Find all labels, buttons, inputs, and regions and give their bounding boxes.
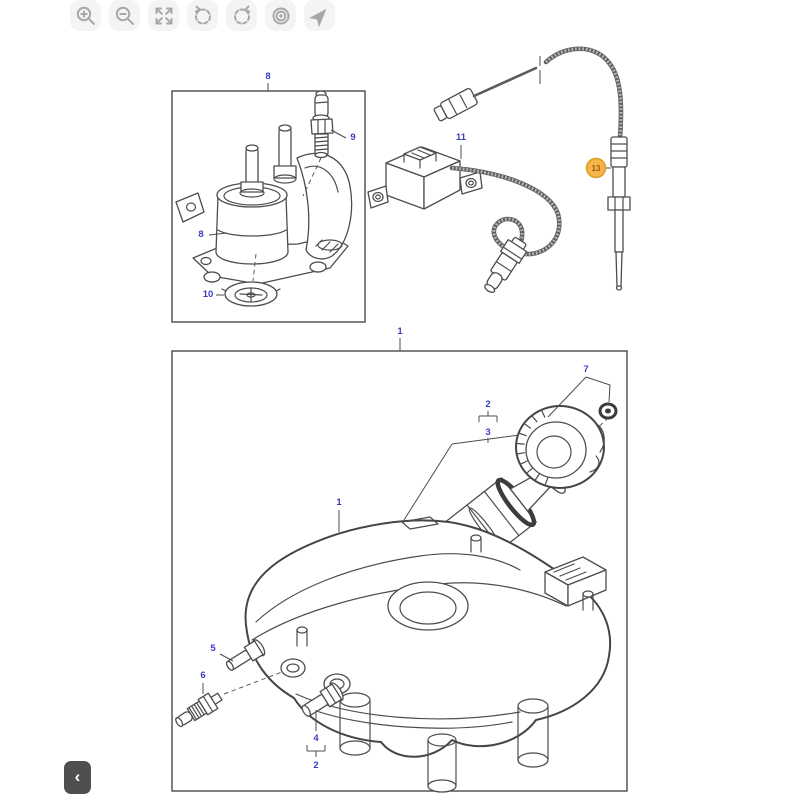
temp-sensor-13-drawing bbox=[607, 136, 631, 291]
zoom-in-icon bbox=[76, 6, 95, 25]
plug-6-drawing bbox=[175, 692, 223, 728]
connector-drawing bbox=[433, 88, 478, 122]
panel-collapse-button[interactable]: ‹ bbox=[64, 761, 91, 794]
pump-body-drawing bbox=[175, 516, 611, 793]
rotate-cw-button[interactable] bbox=[226, 0, 257, 31]
chevron-left-icon: ‹ bbox=[74, 766, 81, 786]
callout-6[interactable]: 6 bbox=[200, 670, 205, 681]
grommet-drawing bbox=[598, 402, 618, 420]
zoom-out-icon bbox=[115, 6, 134, 25]
sensor-9-drawing bbox=[302, 90, 334, 197]
pointer-navigate-button[interactable] bbox=[304, 0, 335, 31]
callout-2[interactable]: 2 bbox=[485, 399, 490, 410]
callout-9[interactable]: 9 bbox=[350, 132, 355, 143]
lambda-probe-drawing bbox=[484, 236, 528, 293]
callout-3[interactable]: 3 bbox=[485, 427, 490, 438]
callout-4-2[interactable]: 2 bbox=[313, 760, 318, 771]
callout-11[interactable]: 11 bbox=[456, 132, 467, 143]
cap-7-drawing bbox=[515, 405, 605, 489]
strainer-10-drawing bbox=[221, 253, 281, 307]
callout-4[interactable]: 4 bbox=[313, 733, 319, 744]
pointer-navigate-icon bbox=[308, 8, 327, 27]
center-target-icon bbox=[272, 7, 289, 24]
rotate-ccw-button[interactable] bbox=[187, 0, 218, 31]
callout-1[interactable]: 1 bbox=[336, 497, 342, 508]
rotate-ccw-icon bbox=[194, 5, 211, 24]
fit-to-screen-button[interactable] bbox=[148, 0, 179, 31]
housing-exploded-view: 8 bbox=[171, 71, 366, 323]
frame-label-8[interactable]: 8 bbox=[265, 71, 270, 82]
nox-module-11-drawing bbox=[367, 146, 483, 210]
callout-10[interactable]: 10 bbox=[203, 289, 214, 300]
callout-13[interactable]: 13 bbox=[592, 164, 601, 173]
pump-exploded-view: 1 bbox=[171, 326, 628, 793]
frame-label-1[interactable]: 1 bbox=[397, 326, 403, 337]
sensor-group-view: 13 11 bbox=[367, 46, 631, 293]
pump-frame bbox=[171, 350, 628, 792]
housing-frame bbox=[171, 90, 366, 323]
callout-13-highlight[interactable] bbox=[585, 157, 607, 179]
callout-5[interactable]: 5 bbox=[210, 643, 216, 654]
fit-to-screen-icon bbox=[155, 7, 172, 24]
callout-7[interactable]: 7 bbox=[583, 364, 588, 375]
zoom-out-button[interactable] bbox=[109, 0, 140, 31]
rotate-cw-icon bbox=[233, 5, 250, 24]
callout-8[interactable]: 8 bbox=[198, 229, 203, 240]
zoom-in-button[interactable] bbox=[70, 0, 101, 31]
center-view-button[interactable] bbox=[265, 0, 296, 31]
viewer-toolbar bbox=[70, 0, 335, 31]
